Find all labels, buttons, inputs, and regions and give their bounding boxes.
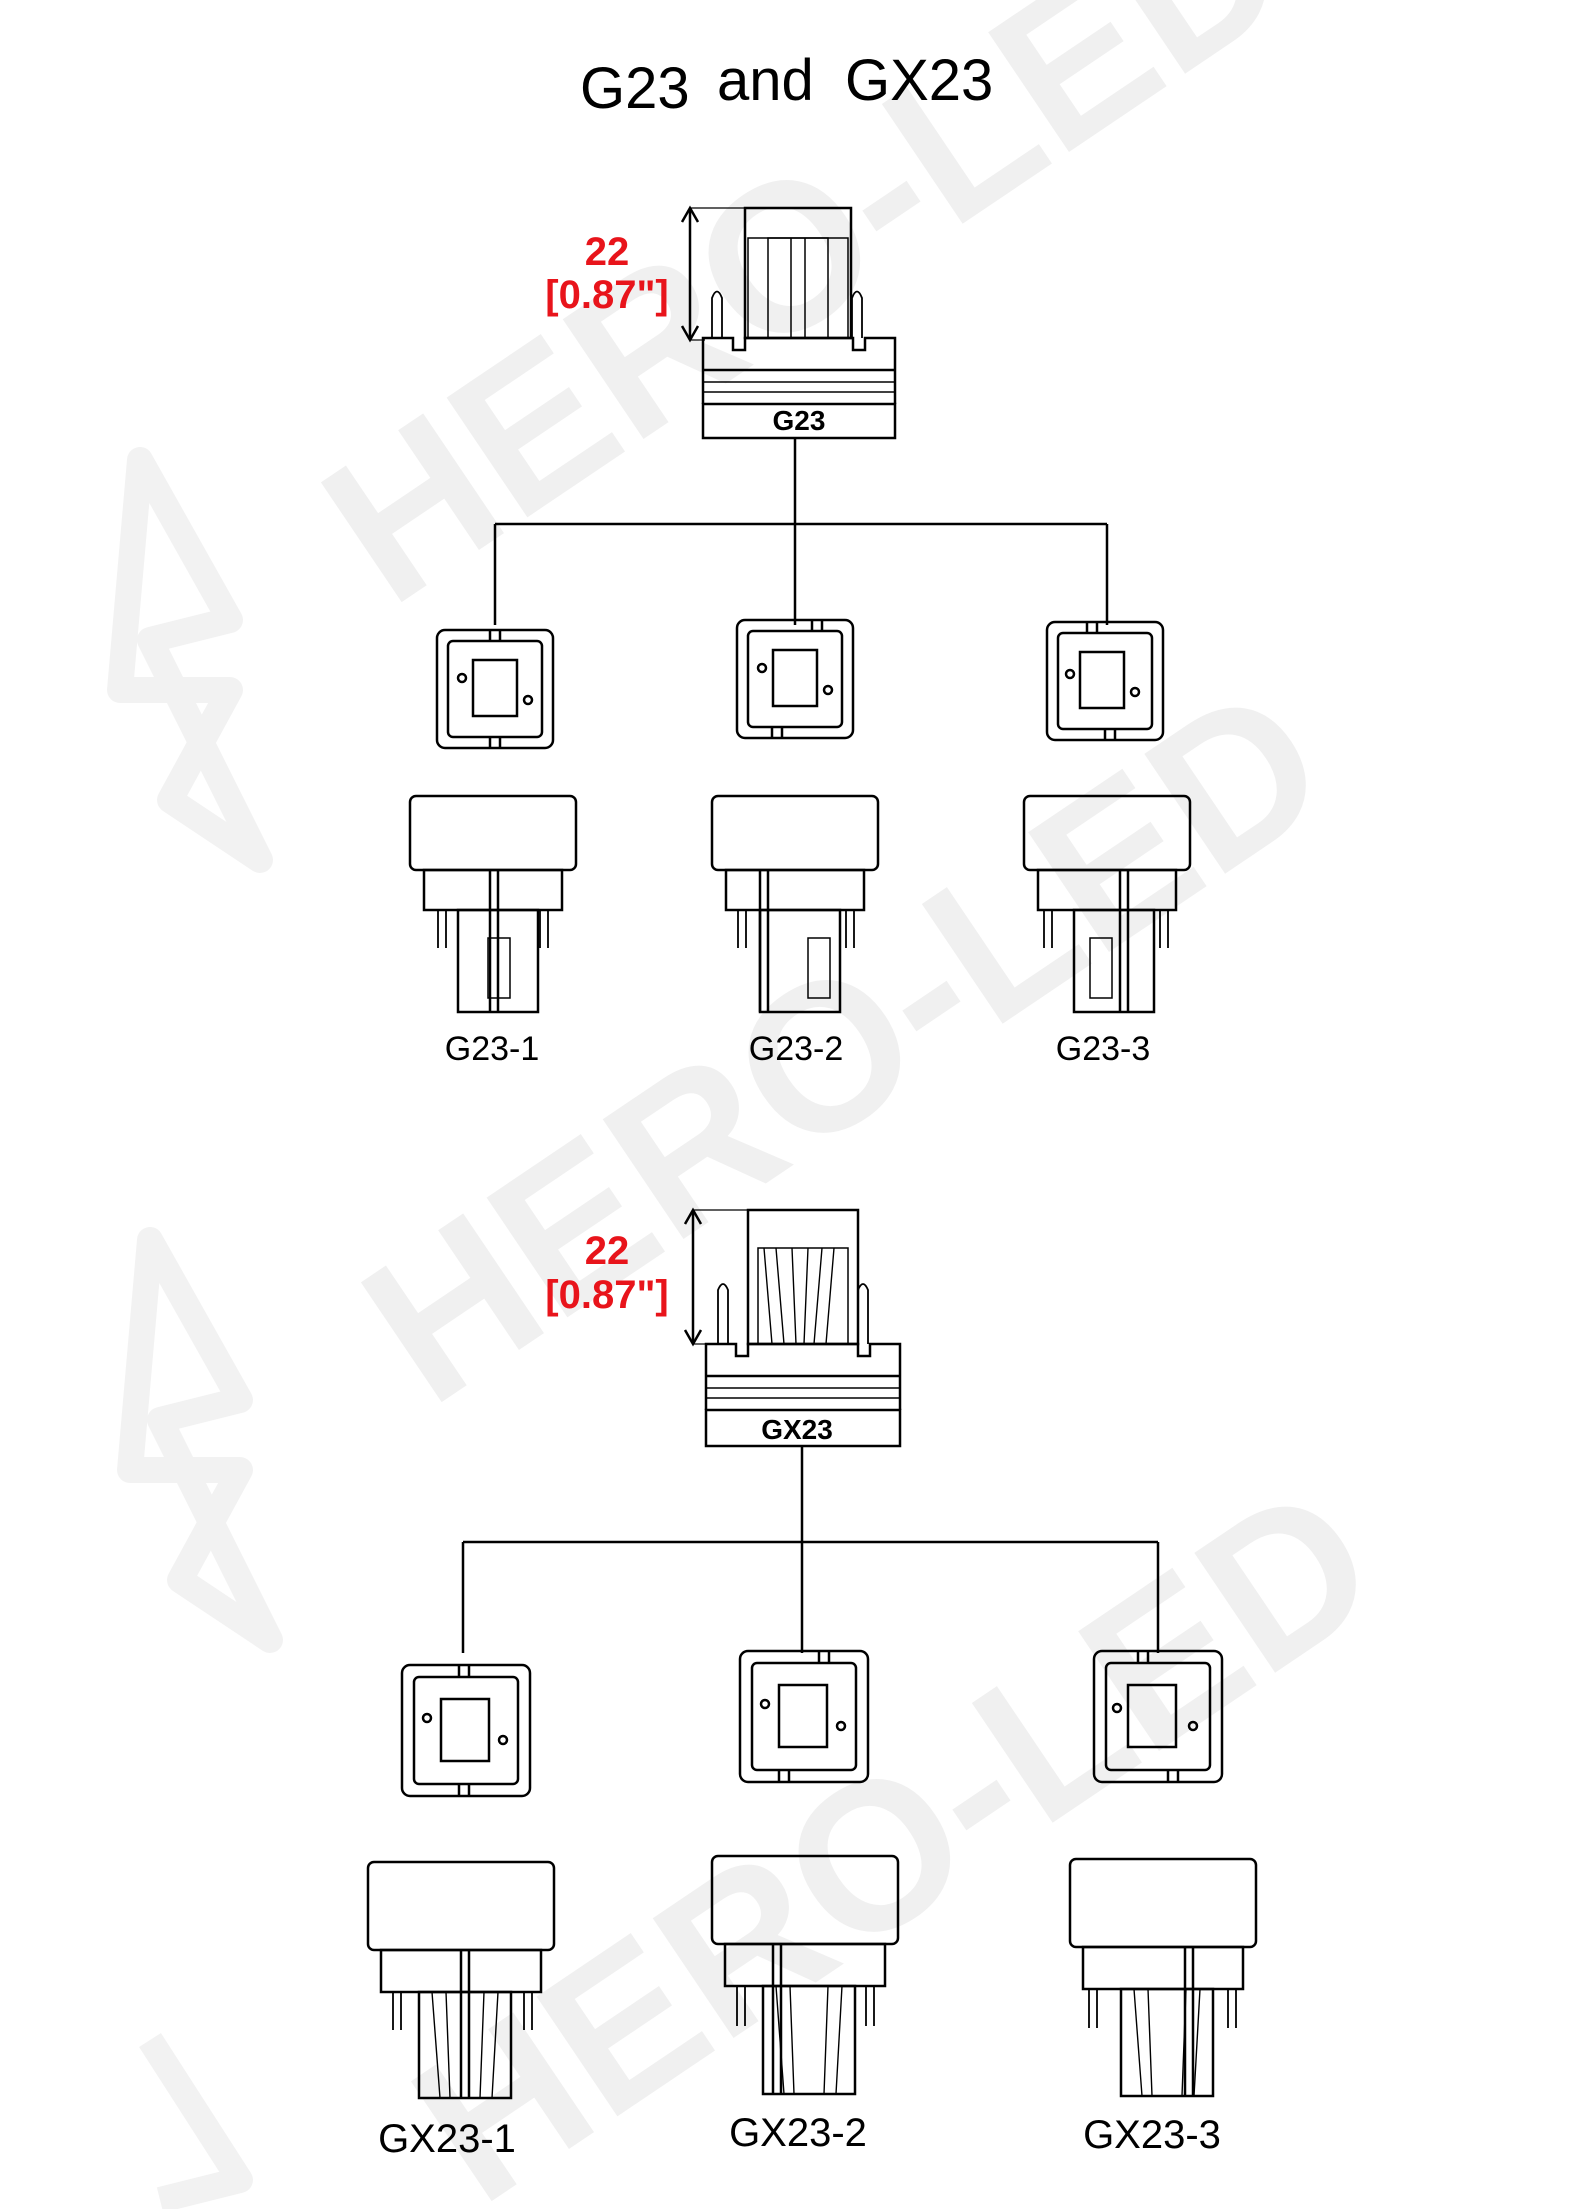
- g23-variant-1-label: G23-1: [445, 1030, 540, 1068]
- lamp-side-view: [1022, 794, 1192, 1014]
- g23-dimension-inches: [0.87"]: [545, 273, 668, 317]
- socket-top-view: [435, 628, 555, 750]
- g23-dimension-value: 22: [585, 230, 630, 274]
- gx23-base-drawing: [704, 1208, 902, 1448]
- g23-dimension: [680, 205, 745, 343]
- gx23-tree-lines: [461, 1446, 1160, 1653]
- g23-base-drawing: [701, 206, 897, 440]
- gx23-variant-1-label: GX23-1: [378, 2117, 516, 2161]
- g23-section: 22 [0.87"] G23: [408, 205, 1192, 1068]
- lamp-side-view: [710, 794, 880, 1014]
- title-gx23: GX23: [845, 48, 993, 113]
- socket-top-view: [735, 618, 855, 740]
- g23-variant-1: [408, 628, 578, 1014]
- socket-top-view: [400, 1663, 532, 1798]
- lamp-side-view: [1068, 1857, 1258, 2098]
- gx23-variant-2: [710, 1649, 900, 2096]
- socket-top-view: [1045, 620, 1165, 742]
- lamp-side-view: [710, 1854, 900, 2096]
- watermark: HERO-LED HERO-LED HERO-LED: [107, 0, 1415, 2209]
- g23-variant-3-label: G23-3: [1056, 1030, 1151, 1068]
- socket-top-view: [1092, 1649, 1224, 1784]
- watermark-text: HERO-LED: [374, 1438, 1415, 2209]
- gx23-variant-1: [366, 1663, 556, 2100]
- gx23-section: 22 [0.87"] GX23: [366, 1207, 1258, 2161]
- page-title: G23 and GX23: [580, 48, 993, 121]
- lamp-side-view: [408, 794, 578, 1014]
- gx23-base-label: GX23: [761, 1414, 833, 1445]
- title-and: and: [717, 48, 814, 113]
- g23-variant-2: [710, 618, 880, 1014]
- title-g23: G23: [580, 56, 690, 121]
- g23-variant-2-label: G23-2: [749, 1030, 844, 1068]
- watermark-logo-icon: [107, 447, 283, 2209]
- socket-top-view: [738, 1649, 870, 1784]
- lamp-side-view: [366, 1860, 556, 2100]
- g23-tree-lines: [493, 438, 1109, 625]
- g23-base-label: G23: [773, 405, 826, 436]
- gx23-dimension: [683, 1207, 748, 1347]
- gx23-variant-2-label: GX23-2: [729, 2111, 867, 2155]
- gx23-variant-3-label: GX23-3: [1083, 2113, 1221, 2157]
- g23-variant-3: [1022, 620, 1192, 1014]
- gx23-variant-3: [1068, 1649, 1258, 2098]
- gx23-dimension-value: 22: [585, 1229, 630, 1273]
- gx23-dimension-inches: [0.87"]: [545, 1273, 668, 1317]
